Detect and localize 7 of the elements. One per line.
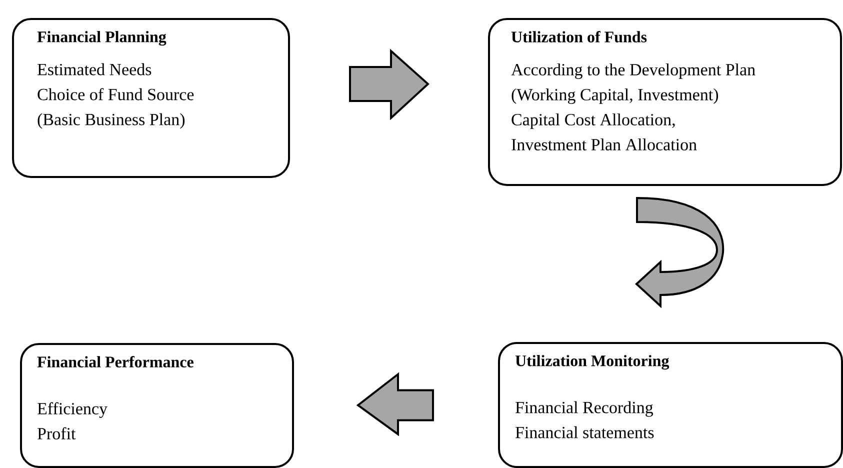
process-box: Financial Planning Estimated Needs Choice of Fund Source (Basic Business Plan) — [12, 18, 290, 178]
process-box: Financial Performance Efficiency Profit — [20, 343, 294, 468]
process-box: Utilization of Funds According to the Development Plan (Working Capital, Investment) Capital Cost Allocation, Investment Plan Allocation — [488, 18, 842, 186]
block-arrow — [356, 372, 434, 436]
curved-arrow — [636, 197, 724, 307]
block-arrow — [349, 48, 430, 120]
process-box: Utilization Monitoring Financial Recording Financial statements — [498, 342, 843, 468]
